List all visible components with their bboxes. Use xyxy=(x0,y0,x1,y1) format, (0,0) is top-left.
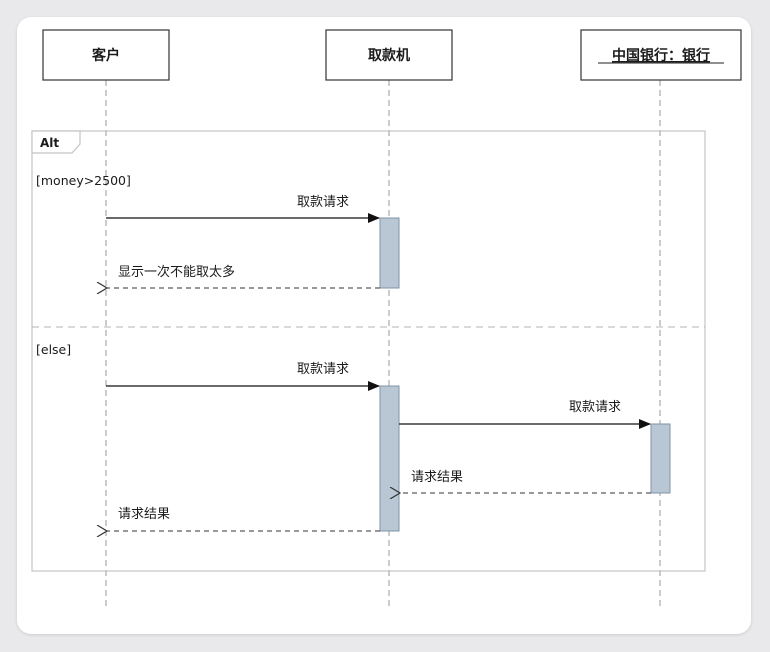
message-label: 取款请求 xyxy=(569,400,621,415)
alt-operator-label: Alt xyxy=(40,136,59,150)
guard-else-condition: [else] xyxy=(36,342,71,357)
message-result-to-customer: 请求结果 xyxy=(107,507,380,531)
message-withdraw-request-2: 取款请求 xyxy=(106,362,380,391)
message-label: 取款请求 xyxy=(297,362,349,377)
message-label: 请求结果 xyxy=(411,470,463,485)
lifeline-bank-title: 中国银行：银行 xyxy=(612,47,710,64)
lifeline-customer-title: 客户 xyxy=(91,47,120,64)
lifeline-atm-header: 取款机 xyxy=(325,29,453,81)
bank-activation xyxy=(650,423,671,494)
message-too-much-reply: 显示一次不能取太多 xyxy=(107,264,380,288)
alt-fragment: Alt [money>2500] [else] xyxy=(31,130,706,572)
message-label: 取款请求 xyxy=(297,195,349,210)
atm-activation-1 xyxy=(379,217,400,289)
message-withdraw-request-1: 取款请求 xyxy=(106,195,380,223)
lifeline-bank-header: 中国银行：银行 xyxy=(580,29,742,81)
atm-activation-2 xyxy=(379,385,400,532)
message-withdraw-request-bank: 取款请求 xyxy=(399,400,651,429)
message-bank-result-reply: 请求结果 xyxy=(400,470,651,493)
guard-money-condition: [money>2500] xyxy=(36,173,131,188)
message-label: 显示一次不能取太多 xyxy=(118,264,235,280)
lifeline-atm-title: 取款机 xyxy=(368,47,410,64)
message-label: 请求结果 xyxy=(118,507,170,522)
lifeline-customer-header: 客户 xyxy=(42,29,170,81)
